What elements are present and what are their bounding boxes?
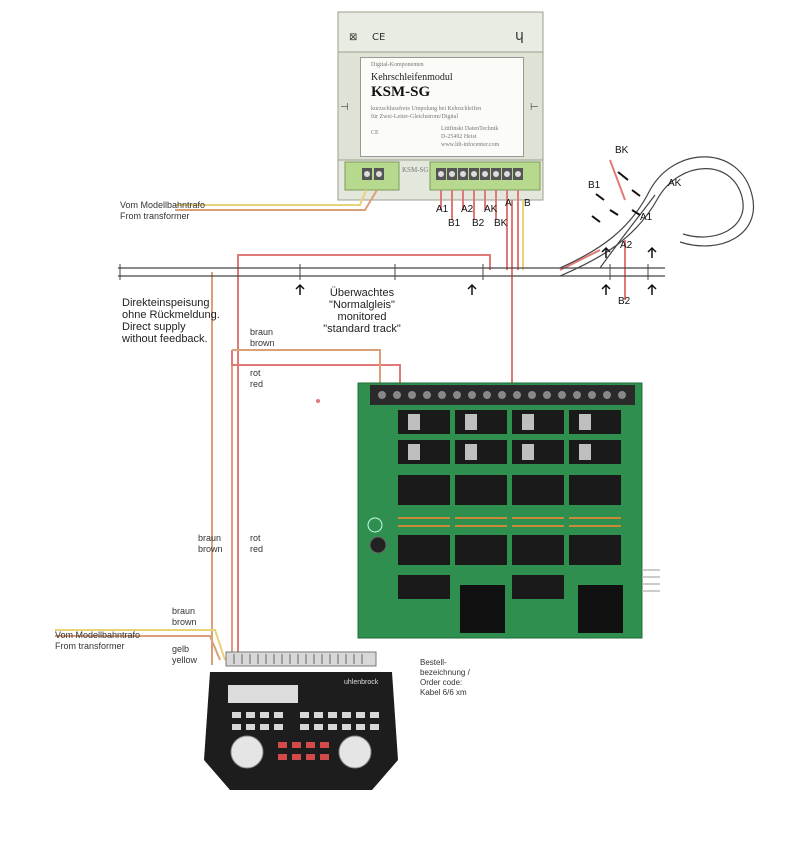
direct-supply-3: Direct supply	[122, 321, 186, 333]
red-label-top-en: red	[250, 379, 264, 389]
svg-text:⊠: ⊠	[349, 32, 357, 43]
yellow-trafo-en: yellow	[172, 655, 198, 665]
from-transformer-en-bottom: From transformer	[55, 641, 125, 651]
module-brand: Digital-Komponenten	[371, 62, 424, 68]
terminal-b: B	[524, 198, 531, 209]
maker-line-2: D-25492 Heist	[441, 134, 477, 140]
order-code-2: bezeichnung /	[420, 668, 470, 677]
brown-trafo-en: brown	[172, 617, 197, 627]
command-station	[204, 651, 398, 790]
ksm-label-plate: Digital-Komponenten Kehrschleifenmodul K…	[360, 57, 524, 157]
direct-supply-1: Direkteinspeisung	[122, 297, 210, 309]
svg-text:⊢: ⊢	[530, 102, 539, 113]
brown-label-top-de: braun	[250, 327, 274, 337]
terminal-a1: A1	[436, 204, 449, 215]
from-transformer-de-bottom: Vom Modellbahntrafo	[55, 630, 141, 640]
track-label-b2: B2	[618, 296, 631, 307]
ce-mark: CE	[371, 130, 379, 136]
order-code-4: Kabel 6/6 xm	[420, 688, 467, 697]
track-terminals	[436, 168, 523, 180]
red-label-bottom-de: rot	[250, 533, 261, 543]
track-label-bk: BK	[615, 145, 629, 156]
terminal-b1: B1	[448, 218, 461, 229]
wires	[55, 159, 626, 665]
power-terminals	[362, 168, 384, 180]
red-label-bottom-en: red	[250, 544, 264, 554]
terminal-strip-label: KSM-SG	[402, 166, 429, 174]
monitored-3: monitored	[337, 311, 387, 323]
yellow-trafo-de: gelb	[172, 644, 190, 654]
controller-brand: uhlenbrock	[344, 679, 379, 686]
module-type: KSM-SG	[371, 84, 431, 100]
from-transformer-de-top: Vom Modellbahntrafo	[120, 200, 206, 210]
module-desc-2: für Zwei-Leiter-Gleichstrom/Digital	[371, 114, 459, 120]
maker-line-3: www.ldt-infocenter.com	[441, 142, 500, 148]
terminal-a2: A2	[461, 204, 474, 215]
terminal-bk: BK	[494, 218, 508, 229]
direct-supply-4: without feedback.	[122, 333, 208, 345]
terminal-a: A	[505, 198, 512, 209]
terminal-b2: B2	[472, 218, 485, 229]
brown-label-top-en: brown	[250, 338, 275, 348]
order-code-1: Bestell-	[420, 658, 447, 667]
svg-text:CE: CE	[372, 32, 385, 43]
module-title: Kehrschleifenmodul	[371, 72, 453, 83]
module-desc-1: kurzschlussfreie Umpolung bei Kehrschlei…	[371, 106, 482, 112]
brown-trafo-de: braun	[172, 606, 196, 616]
monitored-2: "Normalgleis"	[329, 299, 395, 311]
track-label-ak: AK	[668, 178, 682, 189]
red-label-top-de: rot	[250, 368, 261, 378]
svg-text:⊣: ⊣	[340, 102, 349, 113]
from-transformer-en-top: From transformer	[120, 211, 190, 221]
track-label-a2: A2	[620, 240, 633, 251]
track-label-b1: B1	[588, 180, 601, 191]
direct-supply-2: ohne Rückmeldung.	[122, 309, 220, 321]
svg-text:ɥ: ɥ	[515, 28, 524, 44]
track-label-a1: A1	[640, 212, 653, 223]
monitored-4: "standard track"	[323, 323, 401, 335]
maker-line-1: Littfinski DatenTechnik	[441, 126, 499, 132]
terminal-ak: AK	[484, 204, 498, 215]
order-code-3: Order code:	[420, 678, 463, 687]
feedback-pcb	[357, 382, 660, 639]
track	[118, 156, 755, 295]
brown-label-bottom-en: brown	[198, 544, 223, 554]
monitored-1: Überwachtes	[329, 287, 395, 299]
brown-label-bottom-de: braun	[198, 533, 222, 543]
